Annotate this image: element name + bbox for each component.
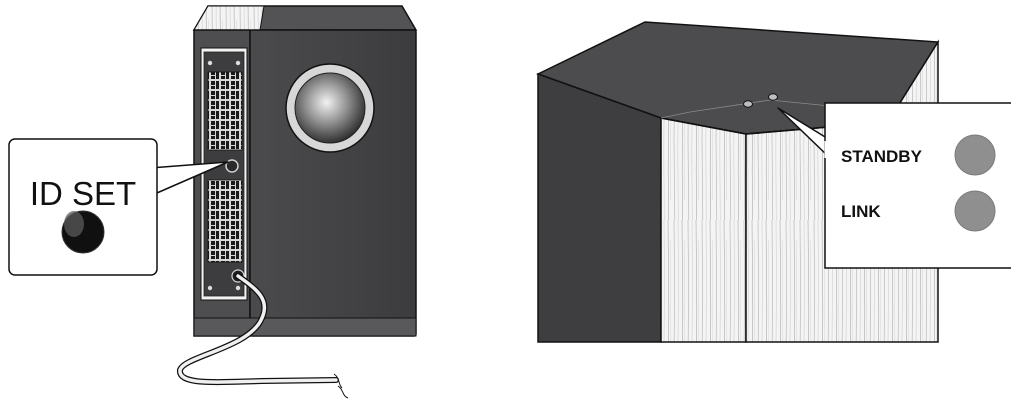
- cabinet-top-figure: STANDBY LINK: [536, 21, 1011, 343]
- id-set-button-hole: [225, 159, 239, 173]
- vent-grille-upper: [207, 71, 243, 151]
- link-indicator-label: LINK: [841, 202, 881, 221]
- id-set-label: ID SET: [30, 175, 136, 212]
- cabinet-wood-front: [660, 117, 747, 343]
- subwoofer-rear-figure: ID SET: [8, 5, 418, 399]
- link-indicator-light: [954, 190, 996, 232]
- cabinet-left-side: [537, 72, 662, 343]
- standby-indicator-label: STANDBY: [841, 147, 923, 166]
- indicator-callout-pointer: [777, 107, 831, 159]
- id-set-callout: [8, 138, 158, 276]
- link-led-hole: [768, 93, 778, 101]
- standby-indicator-light: [954, 134, 996, 176]
- vent-grille-lower: [207, 179, 243, 263]
- standby-led-hole: [743, 100, 753, 108]
- woofer-cone: [294, 72, 366, 144]
- callout-pointer: [149, 161, 229, 197]
